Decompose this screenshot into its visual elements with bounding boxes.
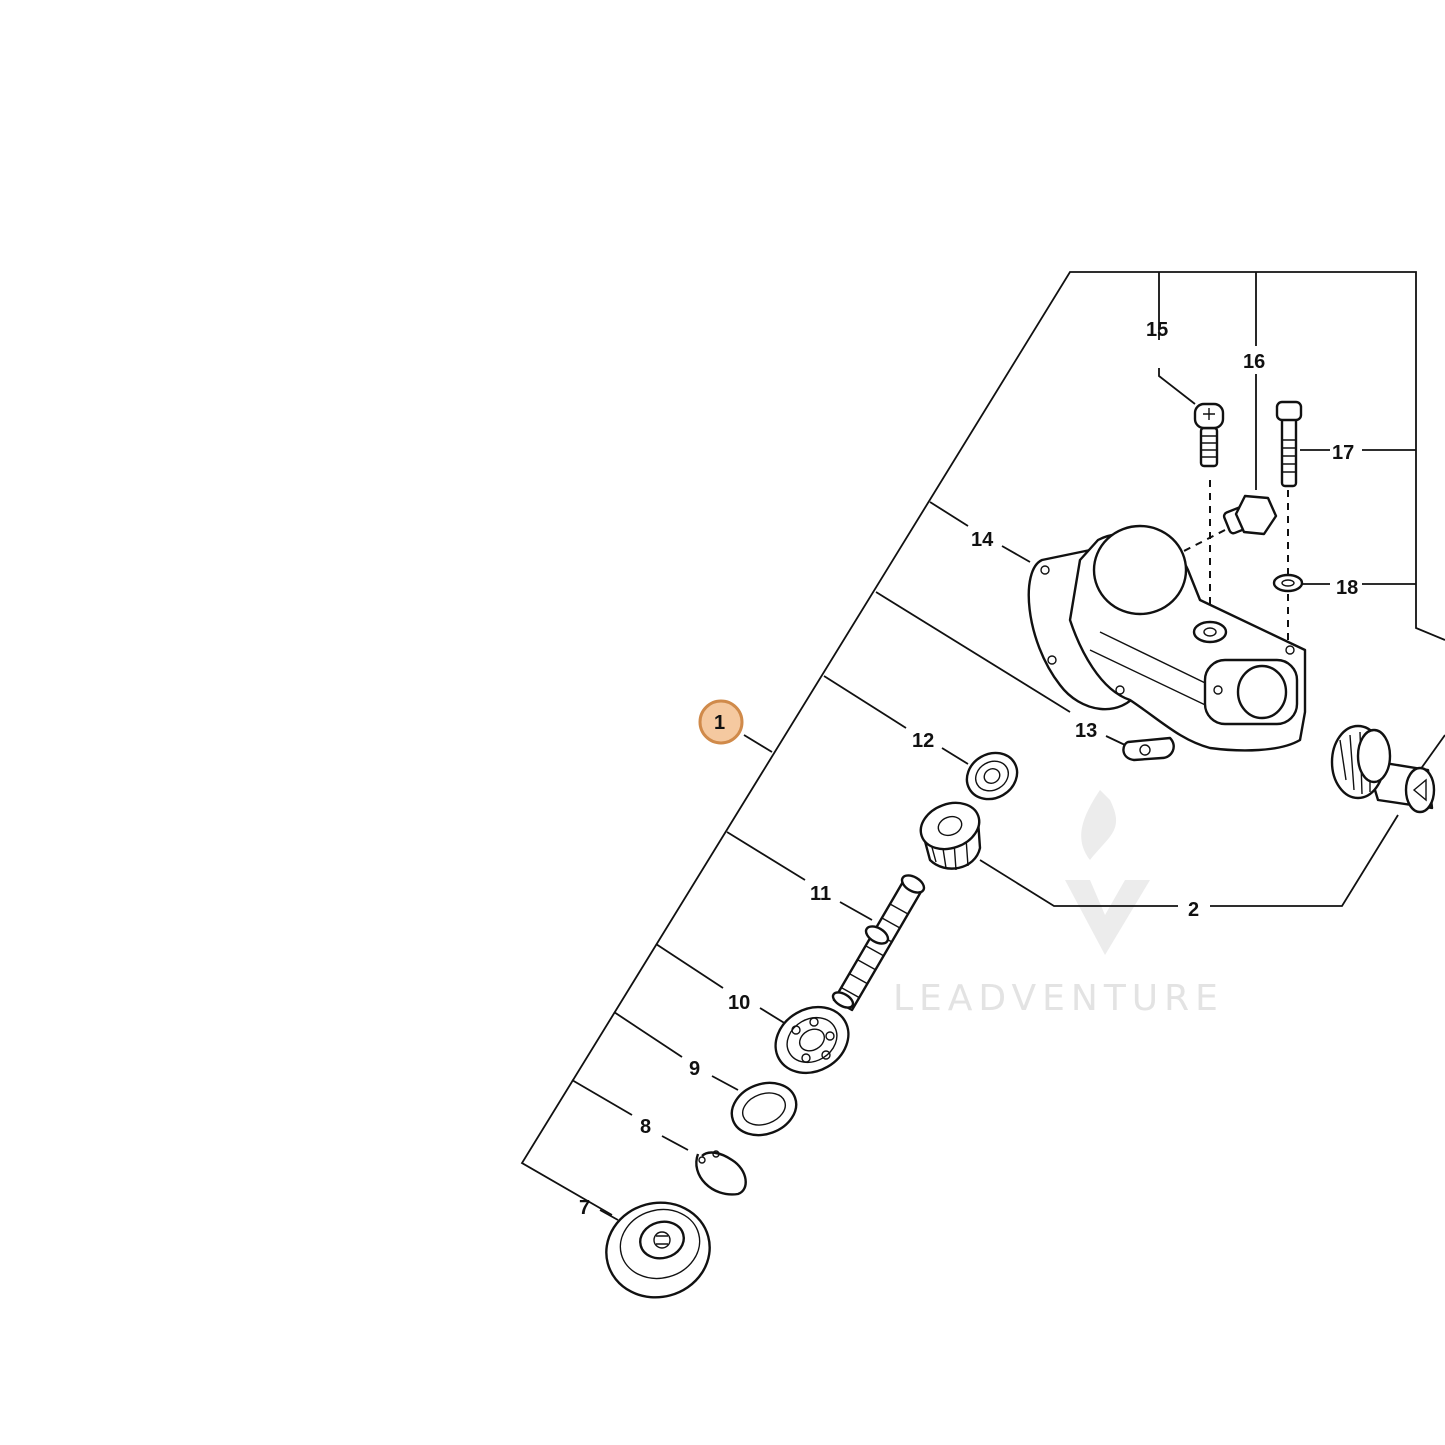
part-16-hex-plug bbox=[1222, 494, 1278, 536]
assembly-bracket bbox=[520, 271, 1445, 1216]
callout-16[interactable]: 16 bbox=[1243, 351, 1265, 373]
callout-12[interactable]: 12 bbox=[912, 730, 934, 752]
part-18-washer bbox=[1272, 573, 1304, 593]
callout-1-highlight[interactable] bbox=[698, 699, 744, 745]
part-2-pinion-gear bbox=[919, 801, 982, 871]
part-15-screw bbox=[1193, 402, 1225, 468]
callout-13[interactable]: 13 bbox=[1075, 720, 1097, 742]
watermark-logo-icon bbox=[1065, 790, 1150, 955]
part-8-circlip bbox=[695, 1150, 747, 1196]
callout-9[interactable]: 9 bbox=[689, 1058, 700, 1080]
callout-1[interactable]: 1 bbox=[714, 712, 725, 734]
callout-11[interactable]: 11 bbox=[810, 883, 831, 905]
watermark-text: LEADVENTURE bbox=[893, 978, 1224, 1019]
part-14-gear-housing bbox=[1027, 524, 1307, 752]
part-17-screw bbox=[1275, 400, 1303, 488]
assembly-guides bbox=[1181, 480, 1289, 640]
callout-18[interactable]: 18 bbox=[1336, 577, 1358, 599]
callout-17[interactable]: 17 bbox=[1332, 442, 1354, 464]
callout-15[interactable]: 15 bbox=[1146, 319, 1168, 341]
callout-7[interactable]: 7 bbox=[579, 1197, 590, 1219]
callout-14[interactable]: 14 bbox=[971, 529, 994, 551]
part-11-shaft bbox=[831, 874, 926, 1012]
part-10-bearing bbox=[774, 1005, 850, 1075]
part-12-bearing bbox=[965, 751, 1019, 801]
part-13-plate bbox=[1122, 736, 1175, 762]
part-7-pulley bbox=[605, 1201, 711, 1299]
leader-lines bbox=[571, 272, 1445, 1221]
callout-8[interactable]: 8 bbox=[640, 1116, 651, 1138]
part-2-bevel-gear bbox=[1330, 724, 1436, 814]
callout-10[interactable]: 10 bbox=[728, 992, 750, 1014]
part-9-ring bbox=[730, 1081, 798, 1137]
callout-2[interactable]: 2 bbox=[1188, 899, 1199, 921]
